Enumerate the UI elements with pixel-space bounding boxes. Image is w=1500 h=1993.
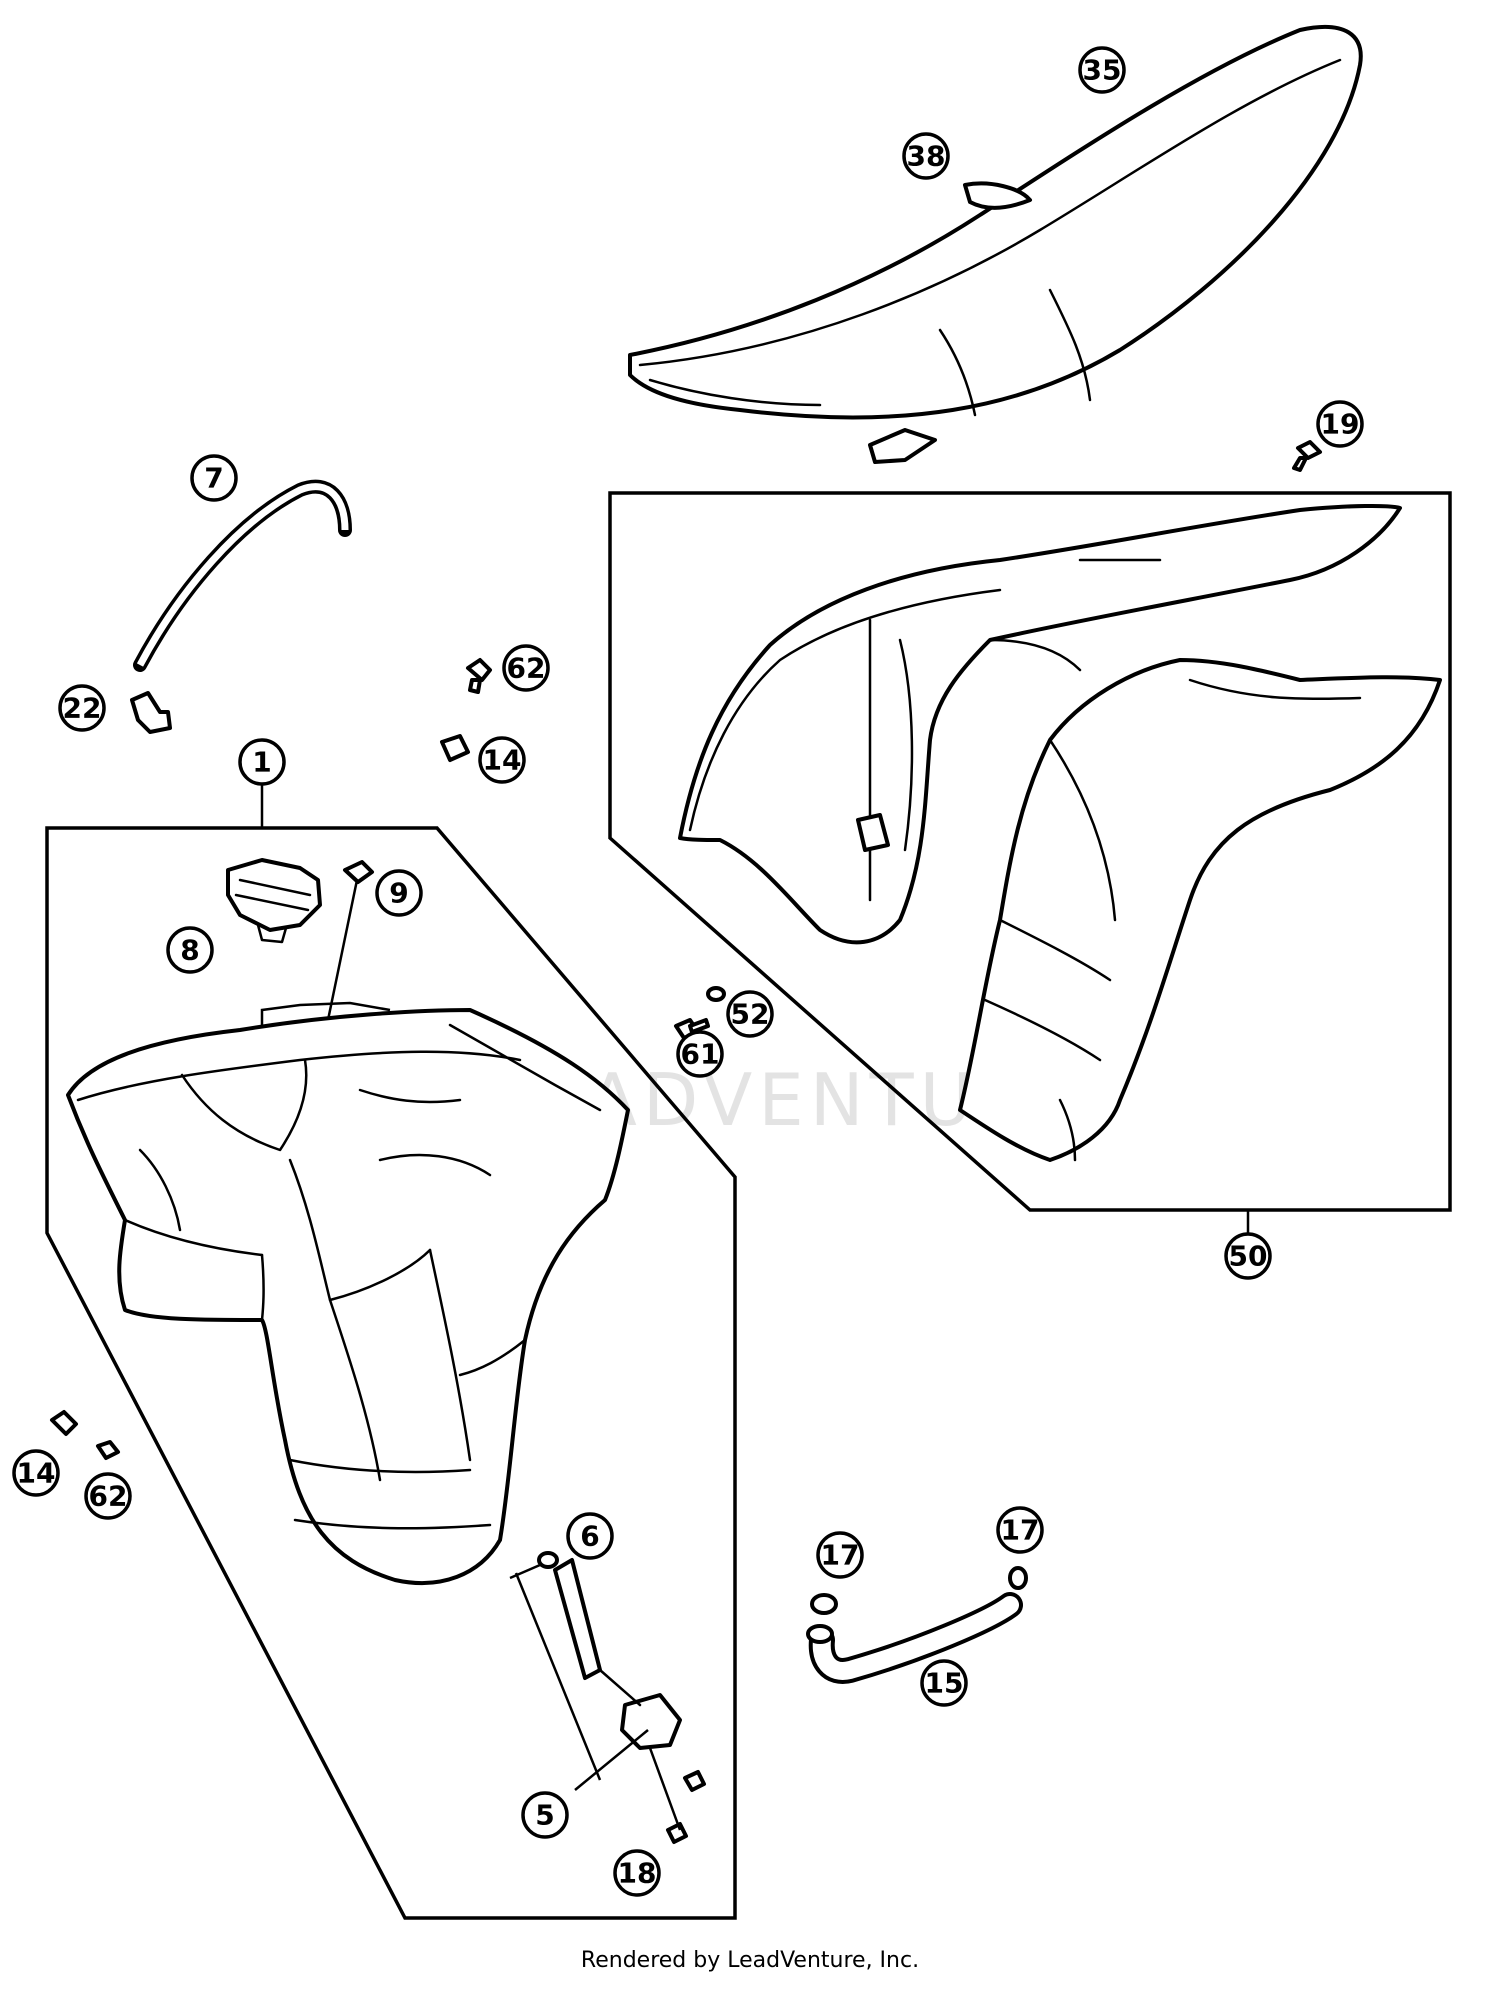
overflow-hose-part — [806, 1592, 1023, 1684]
hose-clamp-right — [1008, 1566, 1028, 1590]
callout-17-right: 17 — [996, 1506, 1044, 1554]
svg-text:19: 19 — [1321, 408, 1360, 441]
callout-14-lower: 14 — [12, 1449, 60, 1497]
screw-19 — [1292, 440, 1322, 472]
svg-text:14: 14 — [17, 1457, 56, 1490]
svg-text:17: 17 — [821, 1539, 860, 1572]
shroud-group-frame — [608, 491, 1452, 1212]
fuel-tap-part — [509, 1551, 706, 1844]
footer-credit: Rendered by LeadVenture, Inc. — [580, 1948, 920, 1973]
callout-61: 61 — [676, 1030, 724, 1078]
callout-15: 15 — [920, 1659, 968, 1707]
callout-35: 35 — [1078, 46, 1126, 94]
callout-5: 5 — [521, 1791, 569, 1839]
svg-text:22: 22 — [63, 692, 102, 725]
svg-text:61: 61 — [681, 1038, 720, 1071]
left-shroud-part — [678, 503, 1402, 945]
svg-text:35: 35 — [1083, 54, 1122, 87]
callout-62-upper: 62 — [502, 644, 550, 692]
callout-8: 8 — [166, 926, 214, 974]
fuel-tank-part — [66, 1001, 630, 1585]
tank-group-frame — [45, 826, 737, 1920]
callout-18: 18 — [613, 1849, 661, 1897]
seat-part — [628, 24, 1363, 464]
nut-14-lower — [50, 1410, 78, 1436]
nut-14-upper — [440, 734, 470, 762]
callout-14-upper: 14 — [478, 736, 526, 784]
svg-text:50: 50 — [1229, 1240, 1268, 1273]
callout-6: 6 — [566, 1512, 614, 1560]
svg-text:6: 6 — [580, 1520, 599, 1553]
washer-52 — [706, 986, 726, 1002]
svg-text:18: 18 — [618, 1857, 657, 1890]
screw-9-part — [326, 860, 374, 1021]
callout-38: 38 — [902, 132, 950, 180]
svg-text:9: 9 — [389, 877, 408, 910]
right-shroud-part — [958, 658, 1442, 1162]
valve-part — [130, 691, 172, 734]
svg-text:17: 17 — [1001, 1514, 1040, 1547]
callout-9: 9 — [375, 869, 423, 917]
screw-62-lower — [96, 1440, 120, 1460]
callout-7: 7 — [190, 454, 238, 502]
hose-clamp-left — [810, 1593, 838, 1615]
svg-text:7: 7 — [204, 462, 223, 495]
callout-19: 19 — [1316, 400, 1364, 448]
svg-text:52: 52 — [731, 998, 770, 1031]
svg-text:15: 15 — [925, 1667, 964, 1700]
svg-text:1: 1 — [252, 746, 271, 779]
callout-1: 1 — [238, 738, 286, 786]
tank-cap-part — [226, 858, 322, 944]
svg-text:62: 62 — [507, 652, 546, 685]
screw-62-upper — [466, 658, 492, 694]
svg-text:14: 14 — [483, 744, 522, 777]
callout-17-left: 17 — [816, 1531, 864, 1579]
svg-text:8: 8 — [180, 934, 199, 967]
svg-text:62: 62 — [89, 1480, 128, 1513]
callout-22: 22 — [58, 684, 106, 732]
svg-text:38: 38 — [907, 140, 946, 173]
vent-hose-part — [133, 479, 352, 672]
callout-52: 52 — [726, 990, 774, 1038]
callout-62-lower: 62 — [84, 1472, 132, 1520]
svg-text:5: 5 — [535, 1799, 554, 1832]
callout-50: 50 — [1224, 1232, 1272, 1280]
